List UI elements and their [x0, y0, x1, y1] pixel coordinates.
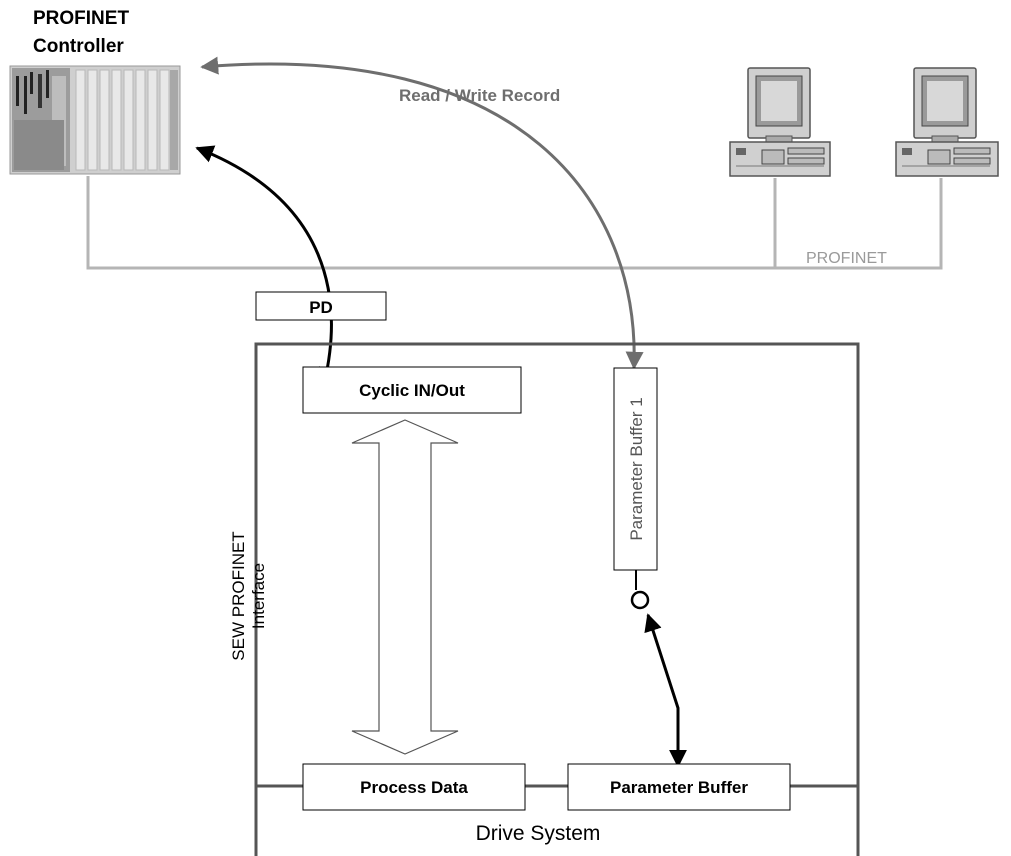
parameter-buffer-link-arrow: [648, 615, 678, 766]
controller-title-line1: PROFINET: [33, 8, 129, 29]
controller-title-line2: Controller: [33, 36, 124, 57]
workstation-pc-icon: [896, 68, 998, 176]
read-write-record-arrow: [202, 64, 634, 368]
process-data-label: Process Data: [360, 778, 468, 797]
pd-arrow: [197, 148, 331, 384]
interface-label-line2: Interface: [249, 563, 268, 629]
read-write-record-label: Read / Write Record: [399, 86, 560, 105]
plc-controller-icon: [10, 66, 180, 174]
parameter-buffer-1-label: Parameter Buffer 1: [627, 397, 646, 540]
pd-label: PD: [309, 298, 333, 317]
parameter-buffer-label: Parameter Buffer: [610, 778, 748, 797]
switch-contact-icon: [632, 592, 648, 608]
profinet-bus-label: PROFINET: [806, 250, 887, 267]
workstation-pc-icon: [730, 68, 830, 176]
cyclic-in-out-label: Cyclic IN/Out: [359, 381, 465, 400]
interface-label-line1: SEW PROFINET: [229, 531, 248, 660]
process-data-double-arrow: [352, 420, 458, 754]
drive-system-label: Drive System: [476, 822, 601, 845]
